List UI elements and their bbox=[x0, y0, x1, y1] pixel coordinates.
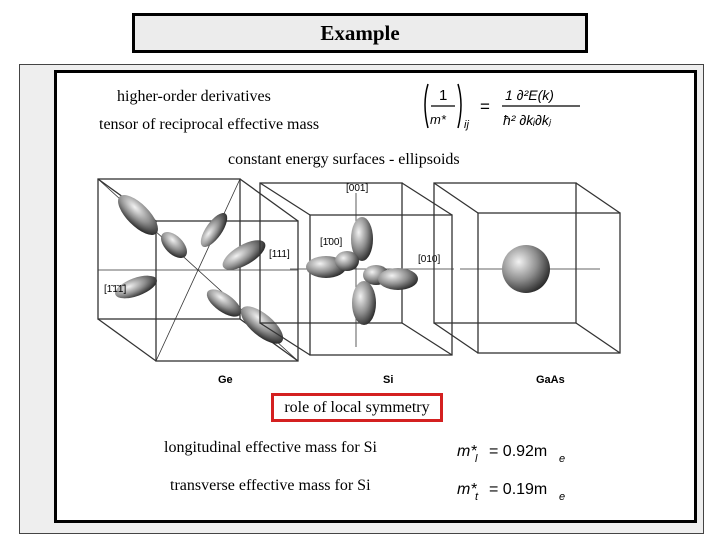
tensor-equals: = bbox=[480, 97, 490, 116]
slide-title: Example bbox=[132, 13, 588, 53]
label-100bar: [1̄00] bbox=[320, 237, 342, 248]
longitudinal-rhs: = 0.92m bbox=[489, 443, 547, 460]
tensor-formula: 1 m* ij = 1 ∂²E(k) ħ² ∂kᵢ∂kⱼ bbox=[420, 80, 590, 143]
tensor-subscript: ij bbox=[464, 119, 469, 131]
tensor-numerator-right: 1 ∂²E(k) bbox=[505, 87, 554, 103]
gaas-cube bbox=[433, 182, 621, 354]
tensor-denominator-right: ħ² ∂kᵢ∂kⱼ bbox=[503, 112, 552, 128]
longitudinal-lhs: m* bbox=[457, 443, 477, 460]
longitudinal-formula: m* l = 0.92m e bbox=[455, 436, 575, 471]
si-cube bbox=[259, 182, 454, 356]
label-001: [001] bbox=[346, 183, 368, 194]
transverse-sub: t bbox=[475, 491, 479, 503]
longitudinal-unit-sub: e bbox=[559, 453, 565, 465]
label-111: [111] bbox=[269, 249, 290, 260]
transverse-rhs: = 0.19m bbox=[489, 481, 547, 498]
transverse-formula: m* t = 0.19m e bbox=[455, 474, 575, 509]
tensor-denominator-left: m* bbox=[430, 112, 447, 127]
caption-gaas: GaAs bbox=[536, 374, 565, 386]
content-inner-frame bbox=[54, 70, 697, 523]
caption-si: Si bbox=[383, 374, 394, 386]
transverse-unit-sub: e bbox=[559, 491, 565, 503]
gaas-sphere bbox=[502, 245, 550, 293]
surfaces-text: constant energy surfaces - ellipsoids bbox=[228, 151, 460, 168]
higher-order-text: higher-order derivatives bbox=[117, 88, 271, 105]
ge-ellipsoids bbox=[115, 195, 284, 344]
label-010: [010] bbox=[418, 254, 440, 265]
caption-ge: Ge bbox=[218, 374, 233, 386]
tensor-text: tensor of reciprocal effective mass bbox=[99, 116, 320, 133]
longitudinal-text: longitudinal effective mass for Si bbox=[164, 439, 377, 456]
longitudinal-sub: l bbox=[475, 453, 478, 465]
transverse-text: transverse effective mass for Si bbox=[170, 477, 371, 494]
si-ellipsoids bbox=[306, 217, 418, 325]
label-111bar: [1̄1̄1̄] bbox=[104, 284, 126, 295]
tensor-numerator-left: 1 bbox=[439, 87, 447, 104]
transverse-lhs: m* bbox=[457, 481, 477, 498]
ellipsoid-figure: [111] [1̄1̄1̄] [001] [1̄00] [010] bbox=[94, 175, 624, 380]
symmetry-label: role of local symmetry bbox=[271, 393, 443, 422]
